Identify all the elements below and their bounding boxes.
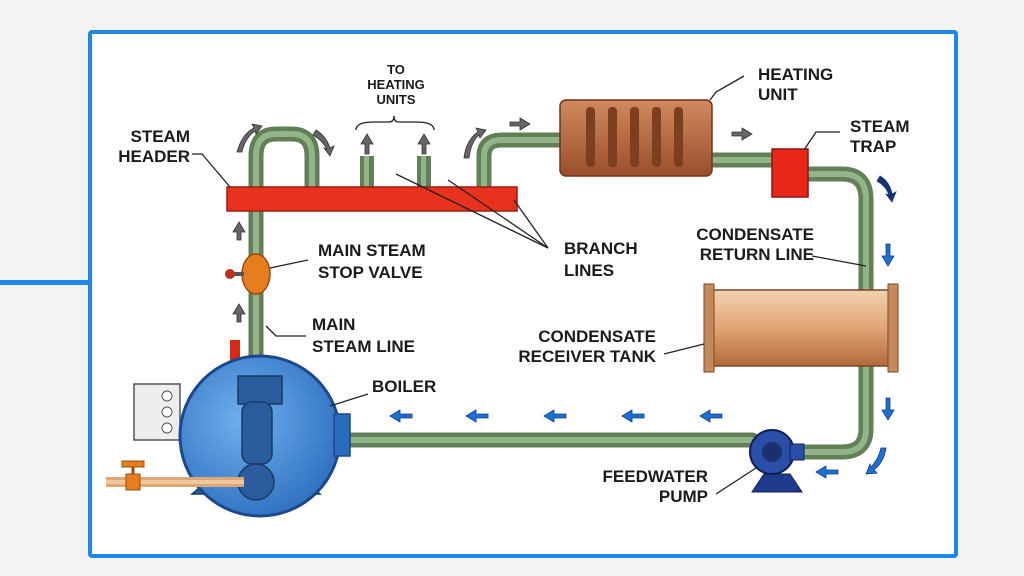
up-arrow-icon: [232, 303, 246, 323]
condensate-return-label-line1: CONDENSATE: [696, 225, 814, 244]
steam-heating-diagram: TO HEATING UNITS STEAM HEADER HEATING UN…: [106, 62, 910, 518]
main-steam-line-label-line2: STEAM LINE: [312, 337, 415, 356]
to-heating-units-label-line2: HEATING: [367, 77, 425, 92]
to-heating-units-label-line1: TO: [387, 62, 405, 77]
curved-arrow-icon: [463, 127, 487, 159]
side-connector-line: [0, 280, 90, 285]
feedwater-pump-label-line2: PUMP: [659, 487, 708, 506]
header-loop-pipe: [248, 126, 320, 202]
up-arrow-icon: [417, 133, 431, 155]
leader-lines: [192, 75, 867, 495]
return-flow-arrows: [389, 175, 897, 479]
steam-trap-label-line2: TRAP: [850, 137, 896, 156]
branch-lines-label-line2: LINES: [564, 261, 614, 280]
receiver-tank-label-line2: RECEIVER TANK: [518, 347, 656, 366]
steam-trap-label-line1: STEAM: [850, 117, 910, 136]
diagram-frame: TO HEATING UNITS STEAM HEADER HEATING UN…: [88, 30, 958, 558]
boiler-label: BOILER: [372, 377, 436, 396]
main-steam-stop-valve-label-line1: MAIN STEAM: [318, 241, 426, 260]
steam-header-label-line1: STEAM: [131, 127, 191, 146]
steam-header: [226, 186, 518, 212]
up-arrow-icon: [232, 221, 246, 241]
curved-arrow-icon: [865, 447, 887, 475]
up-arrow-icon: [360, 133, 374, 155]
right-arrow-icon: [731, 127, 753, 141]
curved-arrow-icon: [236, 123, 263, 153]
heating-unit-label-line2: UNIT: [758, 85, 798, 104]
condensate-receiver-tank: [703, 283, 899, 373]
steam-trap: [771, 148, 809, 198]
main-steam-stop-valve: [225, 253, 271, 295]
receiver-tank-label-line1: CONDENSATE: [538, 327, 656, 346]
boiler: [133, 354, 351, 518]
right-arrow-icon: [509, 117, 531, 131]
left-arrow-icon: [543, 409, 567, 423]
branch-to-heating-unit-pipe: [476, 132, 570, 202]
main-steam-line-label-line1: MAIN: [312, 315, 355, 334]
fuel-inlet-line: [106, 460, 244, 491]
feedwater-pump-label-line1: FEEDWATER: [603, 467, 708, 486]
main-steam-stop-valve-label-line2: STOP VALVE: [318, 263, 423, 282]
down-arrow-icon: [881, 243, 895, 267]
curved-arrow-icon: [312, 129, 335, 157]
heating-unit-label-line1: HEATING: [758, 65, 833, 84]
branch-lines-label-line1: BRANCH: [564, 239, 638, 258]
left-arrow-icon: [465, 409, 489, 423]
heating-unit: [559, 99, 713, 177]
steam-header-label-line2: HEADER: [118, 147, 190, 166]
left-arrow-icon: [621, 409, 645, 423]
left-arrow-icon: [815, 465, 839, 479]
curved-arrow-icon: [876, 175, 897, 203]
feedwater-pump: [749, 429, 805, 493]
steam-flow-arrows: [232, 117, 753, 323]
to-heating-units-label-line3: UNITS: [377, 92, 416, 107]
labels: TO HEATING UNITS STEAM HEADER HEATING UN…: [118, 62, 909, 506]
condensate-return-label-line2: RETURN LINE: [700, 245, 814, 264]
down-arrow-icon: [881, 397, 895, 421]
left-arrow-icon: [699, 409, 723, 423]
left-arrow-icon: [389, 409, 413, 423]
